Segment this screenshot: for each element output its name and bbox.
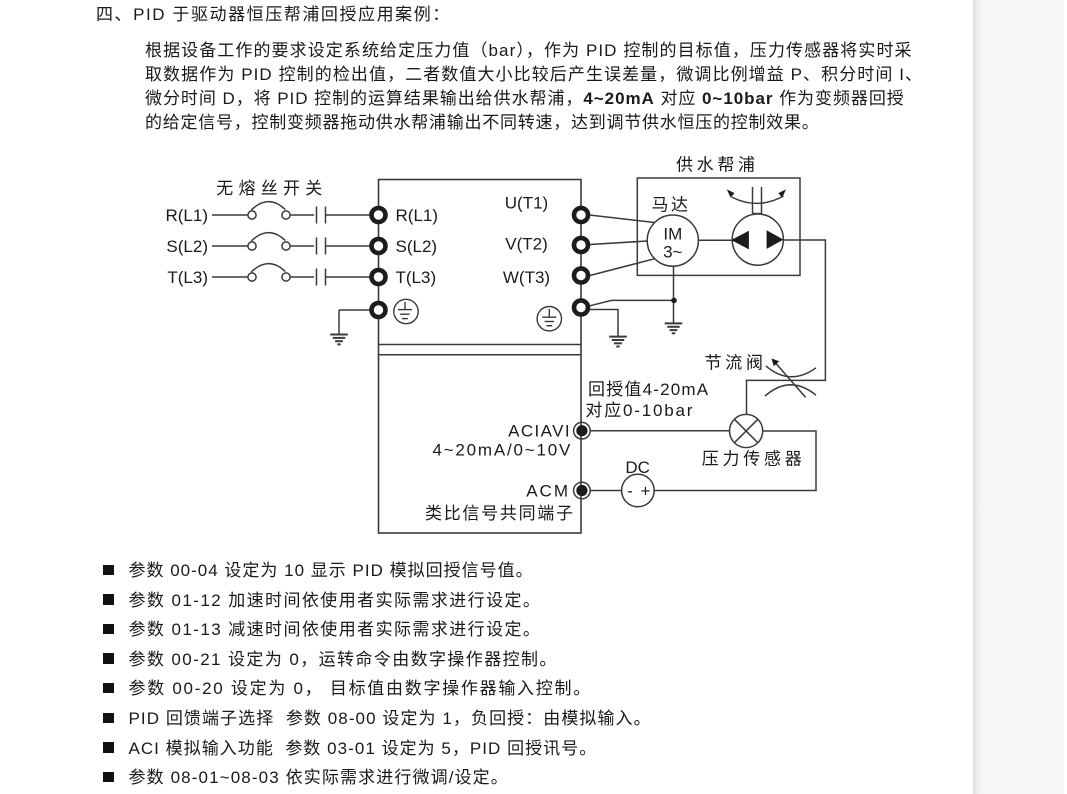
- svg-text:W(T3): W(T3): [503, 268, 550, 287]
- svg-text:对应0-10bar: 对应0-10bar: [585, 401, 694, 420]
- svg-text:ACM: ACM: [526, 482, 570, 501]
- svg-text:R(L1): R(L1): [165, 206, 208, 225]
- svg-text:无熔丝开关: 无熔丝开关: [216, 179, 322, 198]
- svg-text:回授值4-20mA: 回授值4-20mA: [588, 380, 709, 399]
- svg-text:+: +: [641, 482, 651, 501]
- svg-text:3~: 3~: [663, 243, 682, 262]
- svg-text:DC: DC: [625, 458, 650, 477]
- svg-text:供水帮浦: 供水帮浦: [676, 156, 755, 175]
- svg-text:4~20mA/0~10V: 4~20mA/0~10V: [432, 441, 572, 460]
- svg-text:S(L2): S(L2): [166, 237, 208, 256]
- svg-text:R(L1): R(L1): [396, 206, 439, 225]
- svg-text:节流阀: 节流阀: [705, 354, 763, 373]
- svg-text:ACIAVI: ACIAVI: [508, 422, 571, 441]
- svg-text:T(L3): T(L3): [167, 268, 208, 287]
- svg-text:U(T1): U(T1): [505, 194, 548, 213]
- svg-text:马达: 马达: [652, 196, 689, 215]
- svg-text:IM: IM: [663, 225, 682, 244]
- svg-text:-: -: [627, 482, 633, 501]
- svg-text:压力传感器: 压力传感器: [702, 450, 802, 469]
- svg-text:类比信号共同端子: 类比信号共同端子: [425, 504, 573, 523]
- svg-text:V(T2): V(T2): [505, 235, 548, 254]
- svg-text:S(L2): S(L2): [396, 237, 438, 256]
- svg-text:T(L3): T(L3): [396, 268, 437, 287]
